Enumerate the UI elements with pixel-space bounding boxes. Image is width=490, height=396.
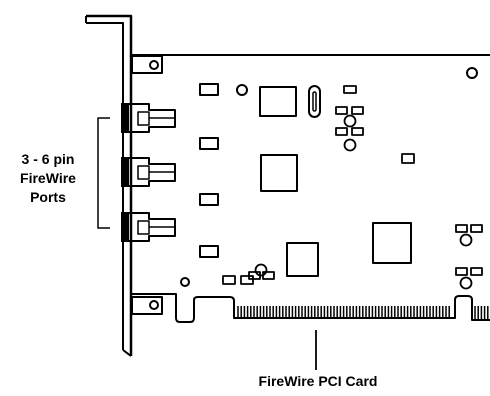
ports-label-bracket [97, 117, 110, 229]
chip [260, 154, 298, 192]
ports-label-line-3: Ports [30, 189, 66, 205]
circuit-board [131, 54, 490, 323]
mounting-hole [236, 84, 248, 96]
bracket-tab-bottom [131, 296, 163, 315]
transistor-cluster [248, 263, 275, 280]
capacitor [199, 193, 219, 206]
firewire-port-1 [121, 103, 176, 133]
ports-label: 3 - 6 pin FireWire Ports [4, 150, 92, 207]
capacitor [199, 83, 219, 96]
ports-label-line-1: 3 - 6 pin [21, 151, 75, 167]
mounting-hole [180, 277, 190, 287]
bracket-tab-top [131, 55, 163, 74]
transistor-cluster [335, 106, 364, 152]
transistor-cluster [455, 224, 483, 247]
chip [372, 222, 412, 264]
transistor-cluster [455, 267, 483, 290]
pci-edge-connector [237, 306, 489, 320]
chip [286, 242, 319, 277]
capacitor [199, 137, 219, 150]
capacitor [401, 153, 415, 164]
chip [259, 86, 297, 117]
capacitor [343, 85, 357, 94]
firewire-port-2 [121, 157, 176, 187]
crystal [308, 85, 321, 118]
capacitor [240, 275, 254, 285]
capacitor [199, 245, 219, 258]
ports-label-line-2: FireWire [20, 170, 76, 186]
mounting-hole [466, 67, 478, 79]
capacitor [222, 275, 236, 285]
firewire-port-3 [121, 212, 176, 242]
card-label: FireWire PCI Card [258, 373, 378, 389]
